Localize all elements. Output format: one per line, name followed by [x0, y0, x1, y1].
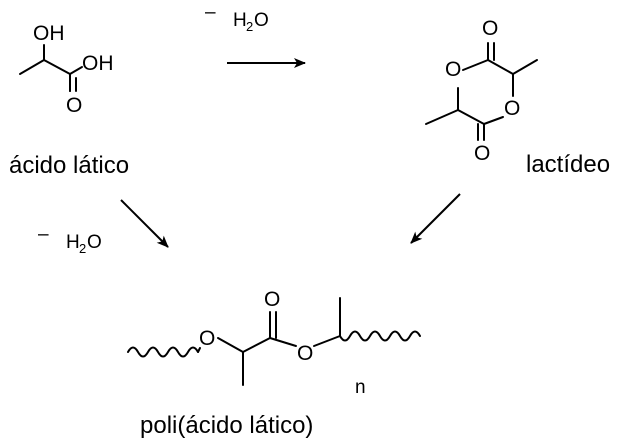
polylactic-acid-caption: poli(ácido lático) — [140, 412, 313, 439]
lactide-ring-bond-5 — [457, 109, 485, 125]
polymer-wavy-end-right — [339, 330, 421, 342]
condition-top-o: O — [254, 10, 269, 31]
polymer-ester-oxygen-label: O — [297, 342, 313, 365]
lactic-acid-acid-oh-bond — [69, 66, 83, 75]
lactide-caption: lactídeo — [526, 151, 610, 178]
condition-left-o: O — [87, 232, 102, 253]
lactic-acid-hydroxyl-label: OH — [33, 22, 65, 45]
lactide-structure: O O O O — [425, 17, 538, 165]
lactide-bottom-carbonyl-oxygen: O — [474, 142, 490, 165]
arrow-lactide-to-polymer — [410, 193, 461, 244]
condition-top-water-loss: – H 2 O — [205, 2, 269, 34]
polymer-ether-oxygen-label: O — [199, 327, 215, 350]
lactide-ring-bond-1 — [462, 59, 489, 71]
arrow-lactic-acid-to-polymer — [120, 199, 169, 248]
polymer-carbonyl-oxygen-label: O — [264, 288, 280, 311]
condition-left-h: H — [66, 232, 80, 253]
polymer-bond-o-to-ch — [217, 337, 244, 353]
condition-top-minus: – — [205, 2, 216, 23]
condition-left-water-loss: – H 2 O — [38, 224, 102, 256]
condition-left-minus: – — [38, 224, 49, 245]
polymer-bond-carbonyl-to-ester-o — [269, 337, 297, 347]
lactide-ring-bond-4 — [483, 116, 504, 125]
polymer-wavy-end-left — [127, 346, 199, 358]
lactic-acid-structure: OH OH O — [19, 22, 114, 117]
condition-left-subscript: 2 — [79, 241, 86, 256]
polylactic-acid-structure: O O O n — [127, 288, 421, 398]
polymer-bond-ester-o-to-ch — [313, 335, 341, 347]
polymer-repeat-index-label: n — [355, 377, 366, 398]
lactic-acid-skeleton — [19, 59, 71, 92]
lactic-acid-carbonyl-oxygen-label: O — [66, 94, 82, 117]
condition-top-h: H — [233, 10, 247, 31]
condition-top-subscript: 2 — [246, 19, 253, 34]
lactide-top-carbonyl-oxygen: O — [482, 17, 498, 40]
lactide-ring-oxygen-right: O — [504, 97, 520, 120]
polymer-bond-ch-to-carbonyl — [242, 337, 271, 353]
lactic-acid-acid-hydroxyl-label: OH — [82, 52, 114, 75]
polymer-bond-wave-to-o — [197, 347, 201, 353]
lactide-ring-oxygen-left: O — [445, 58, 461, 81]
lactic-acid-caption: ácido lático — [9, 152, 129, 179]
lactide-left-methyl-bond — [425, 109, 459, 125]
lactide-ring-bond-2 — [487, 59, 514, 75]
lactide-right-methyl-bond — [512, 59, 538, 75]
